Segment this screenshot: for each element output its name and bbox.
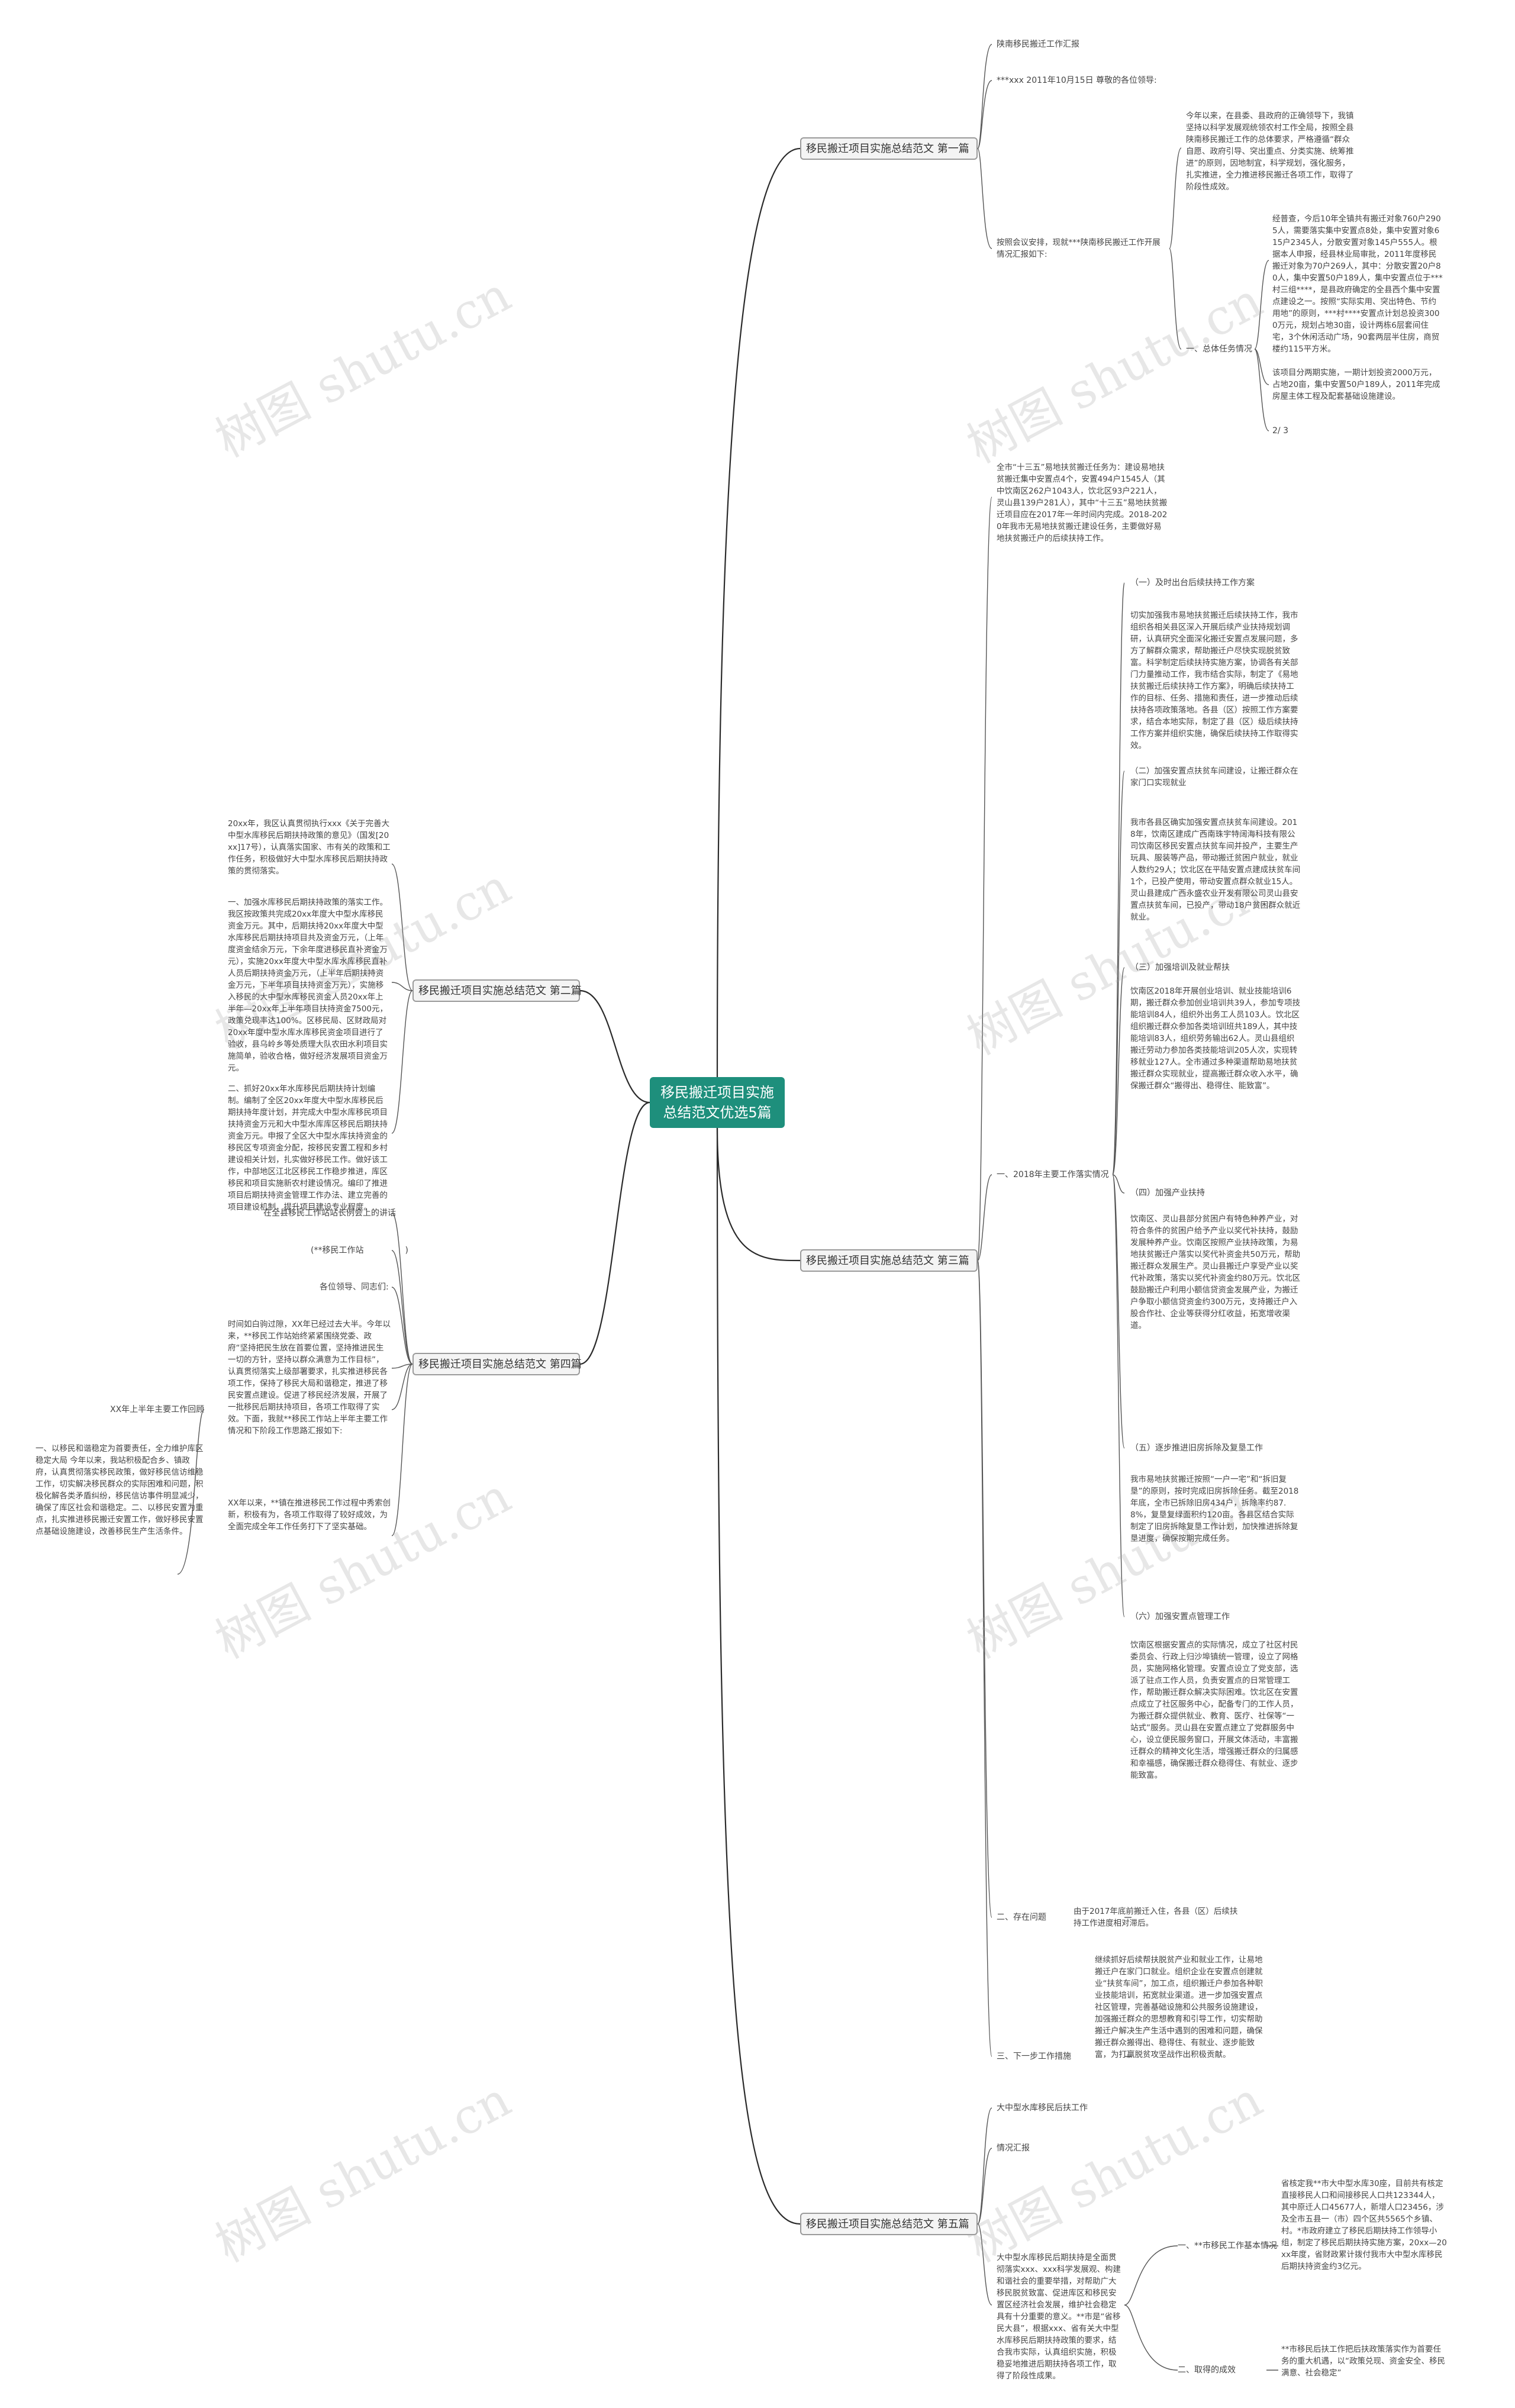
b3-node-s1-3-text[interactable]: 饮南区2018年开展创业培训、就业技能培训6期，搬迁群众参加创业培训共39人，参… — [1130, 987, 1301, 1091]
b3-node-s1-4[interactable]: （四）加强产业扶持 — [1130, 1188, 1205, 1198]
b3-node-s1-5[interactable]: （五）逐步推进旧房拆除及复垦工作 — [1130, 1443, 1263, 1453]
b1-node-title[interactable]: 陕南移民搬迁工作汇报 — [997, 40, 1079, 49]
b1-node-intro[interactable]: 按照会议安排，现就***陕南移民搬迁工作开展情况汇报如下: — [997, 238, 1161, 259]
b5-node-title[interactable]: 大中型水库移民后扶工作 — [997, 2103, 1088, 2113]
b4-node-title[interactable]: 在全县移民工作站站长例会上的讲话 — [263, 1208, 396, 1218]
b1-node-task-phase[interactable]: 该项目分两期实施，一期计划投资2000万元，占地20亩，集中安置50户189人，… — [1272, 368, 1440, 401]
b1-node-greeting[interactable]: ***xxx 2011年10月15日 尊敬的各位领导: — [997, 76, 1157, 85]
b5-node-report[interactable]: 情况汇报 — [997, 2143, 1030, 2153]
b5-node-s2-text[interactable]: **市移民后扶工作把后扶政策落实作为首要任务的重大机遇，以“政策兑现、资金安全、… — [1281, 2345, 1445, 2378]
b5-node-s1-text[interactable]: 省核定我**市大中型水库30座，目前共有核定直接移民人口和间接移民人口共1233… — [1281, 2179, 1447, 2271]
b3-node-intro[interactable]: 全市“十三五”易地扶贫搬迁任务为：建设易地扶贫搬迁集中安置点4个，安置494户1… — [997, 463, 1168, 543]
branch-2[interactable]: 移民搬迁项目实施总结范文 第二篇 — [412, 979, 582, 1002]
link-root-b4 — [579, 1101, 650, 1365]
b1-node-task-detail[interactable]: 经普查，今后10年全镇共有搬迁对象760户2905人，需要落实集中安置点8处，集… — [1272, 214, 1443, 354]
b2-node-part1[interactable]: 一、加强水库移民后期扶持政策的落实工作。我区按政策共完成20xx年度大中型水库移… — [228, 898, 388, 1073]
b3-node-s1-4-text[interactable]: 饮南区、灵山县部分贫困户有特色种养产业，对符合条件的贫困户给予产业以奖代补扶持，… — [1130, 1214, 1301, 1330]
b2-node-part2[interactable]: 二、抓好20xx年水库移民后期扶持计划编制。编制了全区20xx年度大中型水库移民… — [228, 1084, 388, 1212]
b5-node-s2[interactable]: 二、取得的成效 — [1178, 2365, 1236, 2375]
branch-4[interactable]: 移民搬迁项目实施总结范文 第四篇 — [412, 1353, 582, 1375]
b3-node-s1-1[interactable]: （一）及时出台后续扶持工作方案 — [1130, 578, 1255, 588]
b4-node-review-text[interactable]: 一、以移民和谐稳定为首要责任，全力维护库区稳定大局 今年以来，我站积极配合乡、镇… — [36, 1444, 204, 1536]
b3-node-section3-text[interactable]: 继续抓好后续帮扶脱贫产业和就业工作，让易地搬迁户在家门口就业。组织企业在安置点创… — [1095, 1955, 1263, 2059]
b4-node-review-label[interactable]: XX年上半年主要工作回顾 — [110, 1405, 205, 1414]
b2-node-intro[interactable]: 20xx年，我区认真贯彻执行xxx《关于完善大中型水库移民后期扶持政策的意见》（… — [228, 819, 391, 876]
link-root-b3 — [716, 1127, 801, 1262]
branch-3[interactable]: 移民搬迁项目实施总结范文 第三篇 — [800, 1249, 978, 1272]
b1-node-task-label[interactable]: 一、总体任务情况 — [1186, 344, 1252, 354]
b5-node-s1[interactable]: 一、**市移民工作基本情况 — [1178, 2241, 1277, 2251]
b1-node-summary[interactable]: 今年以来，在县委、县政府的正确领导下，我镇坚持以科学发展观统领农村工作全局，按照… — [1186, 111, 1354, 192]
b3-node-s1-6[interactable]: （六）加强安置点管理工作 — [1130, 1612, 1230, 1622]
b3-node-s1-2-text[interactable]: 我市各县区确实加强安置点扶贫车间建设。2018年，饮南区建成广西南珠宇特阔海科技… — [1130, 818, 1301, 922]
branch-1[interactable]: 移民搬迁项目实施总结范文 第一篇 — [800, 137, 978, 160]
b4-node-intro[interactable]: 时间如白驹过隙，XX年已经过去大半。今年以来，**移民工作站始终紧紧围绕党委、政… — [228, 1320, 391, 1436]
link-root-b1 — [716, 147, 801, 1078]
b1-node-page: 2/ 3 — [1272, 426, 1288, 436]
b5-node-intro[interactable]: 大中型水库移民后期扶持是全面贯彻落实xxx、xxx科学发展观、构建和谐社会的重要… — [997, 2253, 1121, 2381]
b4-node-unit[interactable]: (**移民工作站 ) — [311, 1246, 408, 1255]
root-topic[interactable]: 移民搬迁项目实施总结范文优选5篇 — [650, 1077, 785, 1128]
b3-node-section2[interactable]: 二、存在问题 — [997, 1913, 1046, 1922]
b3-node-s1-3[interactable]: （三）加强培训及就业帮扶 — [1130, 963, 1230, 972]
b4-node-summary[interactable]: XX年以来，**镇在推进移民工作过程中秀索创新，积极有为，各项工作取得了较好成效… — [228, 1498, 391, 1532]
b3-node-section2-text[interactable]: 由于2017年底前搬迁入住，各县（区）后续扶持工作进度相对滞后。 — [1074, 1907, 1238, 1928]
b3-node-s1-2[interactable]: （二）加强安置点扶贫车间建设，让搬迁群众在家门口实现就业 — [1130, 766, 1298, 788]
link-root-b5 — [716, 1127, 801, 2225]
branch-5[interactable]: 移民搬迁项目实施总结范文 第五篇 — [800, 2213, 978, 2235]
b3-node-s1-6-text[interactable]: 饮南区根据安置点的实际情况，成立了社区村民委员会、行政上归沙埠镇统一管理，设立了… — [1130, 1640, 1298, 1780]
b3-node-s1-1-text[interactable]: 切实加强我市易地扶贫搬迁后续扶持工作，我市组织各相关县区深入开展后续产业扶持规划… — [1130, 611, 1298, 750]
b3-node-section3[interactable]: 三、下一步工作措施 — [997, 2052, 1071, 2061]
link-root-b2 — [579, 989, 650, 1104]
b3-node-s1-5-text[interactable]: 我市易地扶贫搬迁按照“一户一宅”和“拆旧复垦”的原则，按时完成旧房拆除任务。截至… — [1130, 1475, 1299, 1543]
b3-node-section1[interactable]: 一、2018年主要工作落实情况 — [997, 1170, 1109, 1179]
b4-node-greeting[interactable]: 各位领导、同志们: — [320, 1282, 389, 1292]
